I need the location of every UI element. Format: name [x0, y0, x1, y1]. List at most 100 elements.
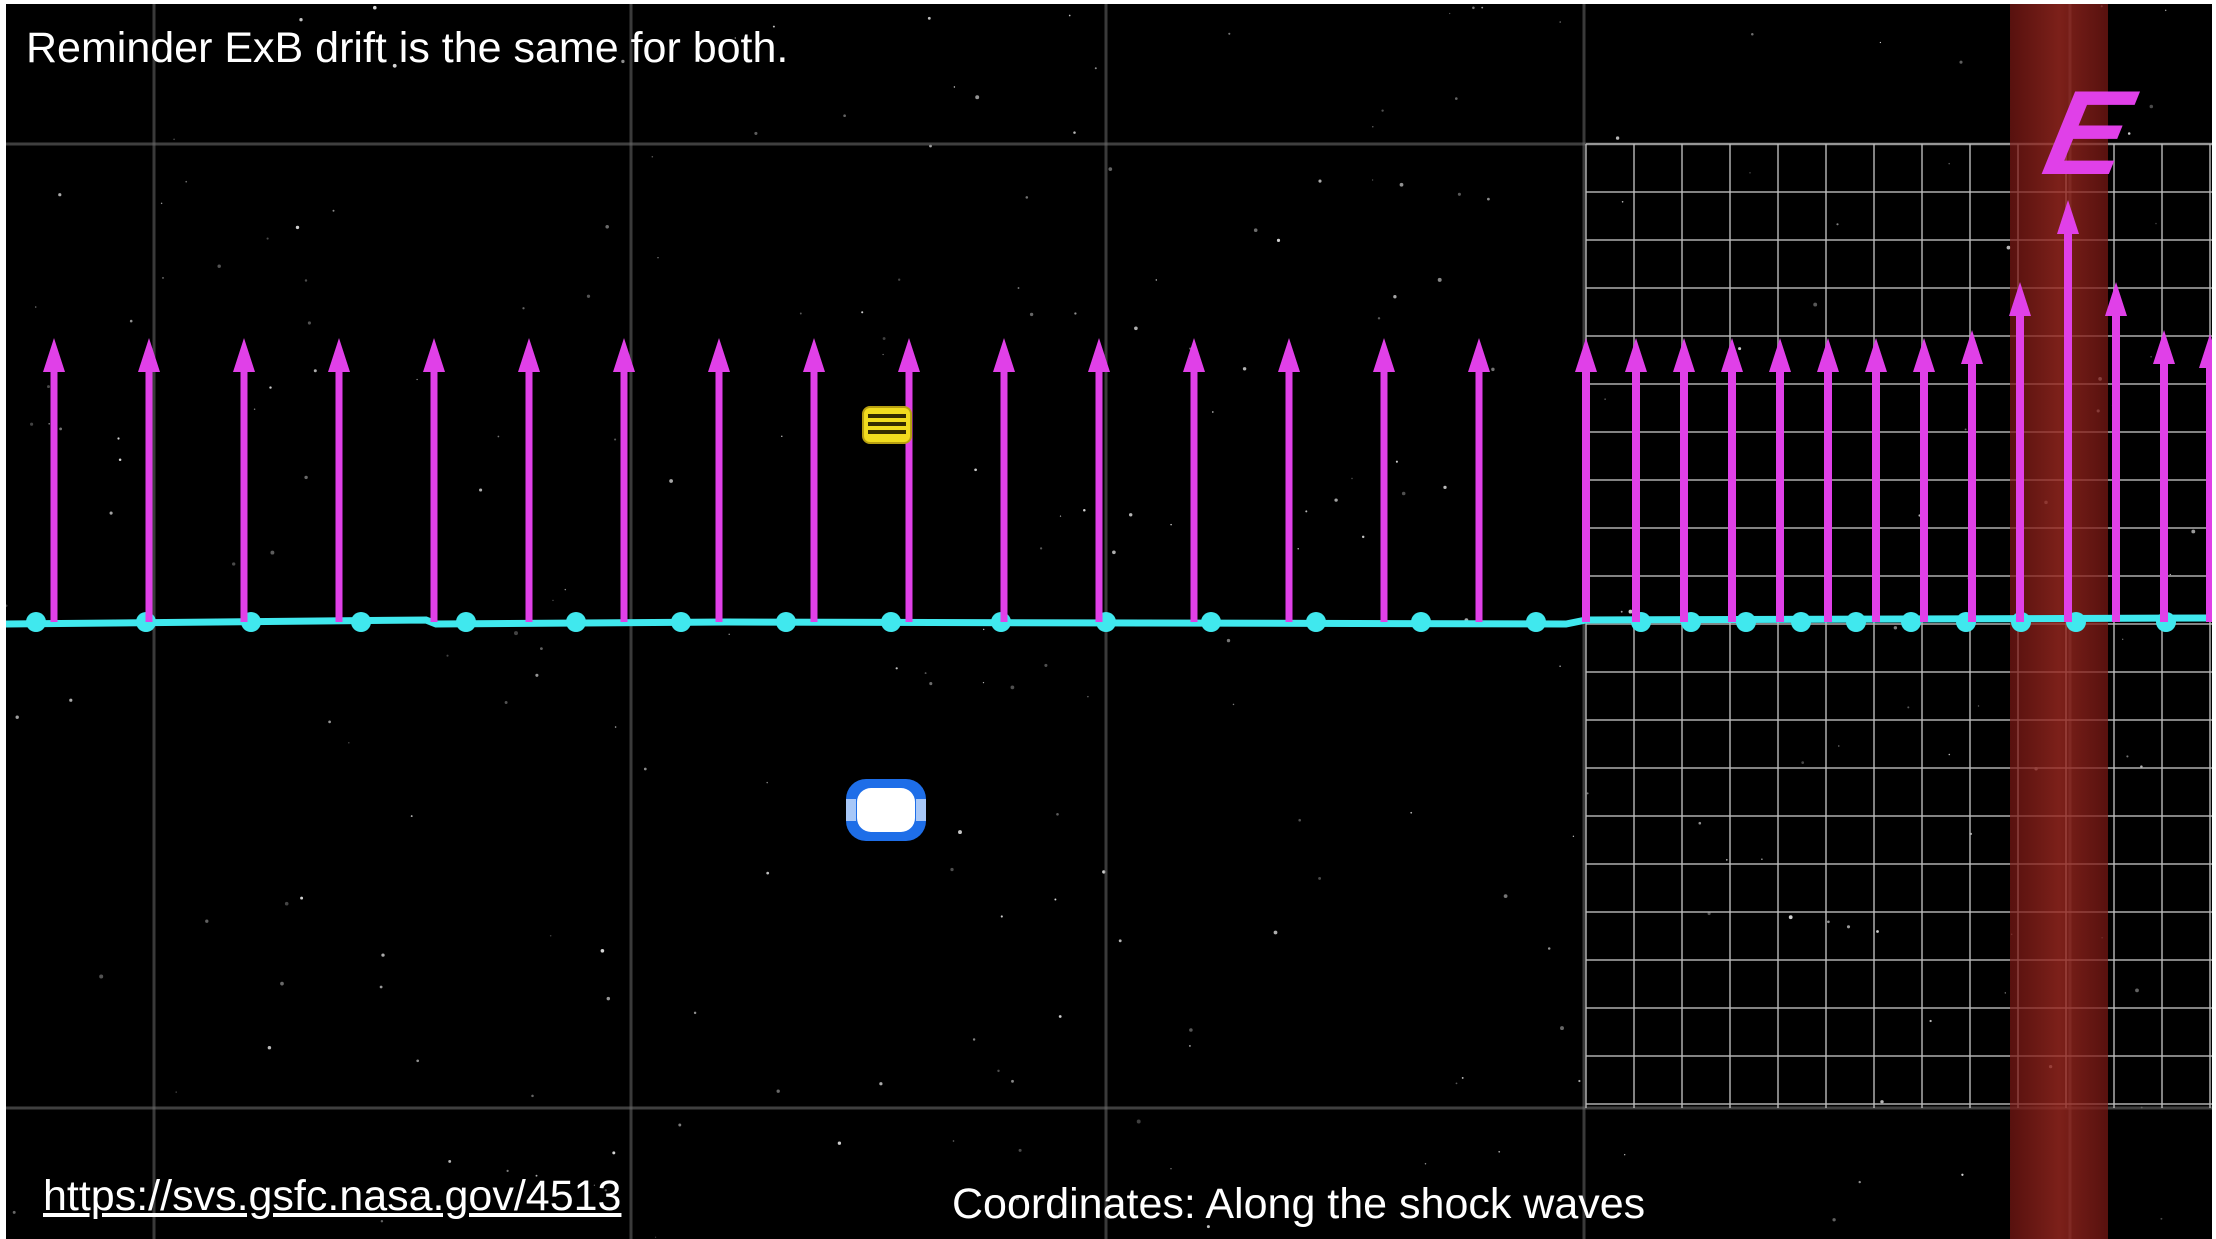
star — [1628, 609, 1633, 614]
star — [381, 953, 385, 957]
star — [772, 25, 775, 28]
star — [975, 95, 980, 100]
star — [1134, 326, 1138, 331]
e-field-arrow — [2153, 330, 2175, 622]
star — [586, 294, 591, 298]
star — [1395, 460, 1398, 463]
e-field-arrow — [2009, 282, 2031, 622]
star — [2191, 529, 2196, 534]
star — [927, 16, 931, 20]
star — [982, 681, 985, 684]
arrow-head — [1673, 338, 1695, 372]
star — [380, 1219, 384, 1223]
arrow-head — [1373, 338, 1395, 372]
star — [1298, 818, 1301, 822]
star — [651, 155, 654, 158]
star — [2155, 222, 2157, 225]
star — [1318, 876, 1322, 880]
star — [879, 1082, 883, 1086]
star — [373, 5, 377, 10]
star — [1738, 347, 1742, 351]
star — [2006, 245, 2011, 250]
star — [270, 550, 275, 555]
star — [1276, 238, 1281, 242]
star — [295, 225, 300, 230]
star — [1604, 398, 1606, 400]
star — [30, 422, 34, 426]
star — [1189, 1028, 1193, 1032]
star — [950, 867, 954, 872]
coordinates-caption: Coordinates: Along the shock waves — [952, 1180, 1646, 1228]
star — [1827, 920, 1830, 924]
star — [1372, 126, 1374, 128]
arrow-head — [328, 338, 350, 372]
e-field-arrow — [898, 338, 920, 622]
arrow-head — [1865, 338, 1887, 372]
star — [1211, 411, 1214, 413]
star — [1698, 821, 1702, 825]
star — [552, 599, 554, 602]
star — [654, 1236, 657, 1238]
e-field-arrow — [993, 338, 1015, 622]
star — [59, 427, 63, 431]
star — [1813, 302, 1818, 307]
star — [299, 18, 303, 22]
star — [728, 633, 730, 636]
star — [522, 307, 525, 310]
star — [1044, 663, 1048, 667]
star — [614, 438, 617, 441]
star — [1572, 835, 1575, 837]
star — [2135, 988, 2139, 993]
star — [1112, 550, 1116, 555]
star — [612, 1151, 616, 1155]
star — [446, 654, 449, 657]
field-line-bead — [1306, 612, 1326, 632]
star — [1399, 182, 1404, 187]
star — [1481, 6, 1484, 9]
star — [678, 1123, 682, 1127]
star — [1948, 162, 1950, 165]
star — [614, 726, 617, 728]
field-visualization: E — [6, 4, 2212, 1239]
star — [531, 1094, 534, 1098]
star — [118, 458, 122, 461]
star — [1058, 1211, 1063, 1216]
star — [982, 628, 985, 631]
e-field-arrow — [2105, 282, 2127, 622]
arrow-head — [1575, 338, 1597, 372]
star — [1725, 859, 1728, 861]
e-field-arrow — [2057, 200, 2079, 622]
star — [1964, 428, 1967, 431]
source-link[interactable]: https://svs.gsfc.nasa.gov/4513 — [43, 1172, 622, 1220]
star — [117, 437, 120, 440]
star — [1907, 706, 1910, 709]
star — [173, 138, 175, 141]
arrow-head — [1183, 338, 1205, 372]
star — [448, 1159, 452, 1163]
star — [1305, 510, 1308, 513]
field-line-bead — [1791, 612, 1811, 632]
star — [175, 1091, 177, 1093]
star — [1074, 312, 1077, 315]
star — [1128, 513, 1133, 517]
star — [1017, 287, 1020, 289]
star — [420, 1192, 423, 1195]
star — [1751, 33, 1754, 36]
star — [379, 985, 383, 989]
star — [693, 1011, 697, 1015]
star — [1010, 685, 1015, 690]
arrow-head — [1769, 338, 1791, 372]
star — [514, 631, 518, 636]
star — [416, 1059, 420, 1063]
arrow-head — [518, 338, 540, 372]
star — [2126, 755, 2129, 758]
star — [540, 647, 543, 650]
star — [1443, 485, 1447, 490]
e-field-arrow — [138, 338, 160, 622]
star — [12, 1210, 16, 1214]
star — [253, 408, 256, 410]
star — [1491, 367, 1495, 372]
star — [1226, 638, 1231, 643]
star — [313, 369, 317, 373]
star — [47, 385, 50, 389]
